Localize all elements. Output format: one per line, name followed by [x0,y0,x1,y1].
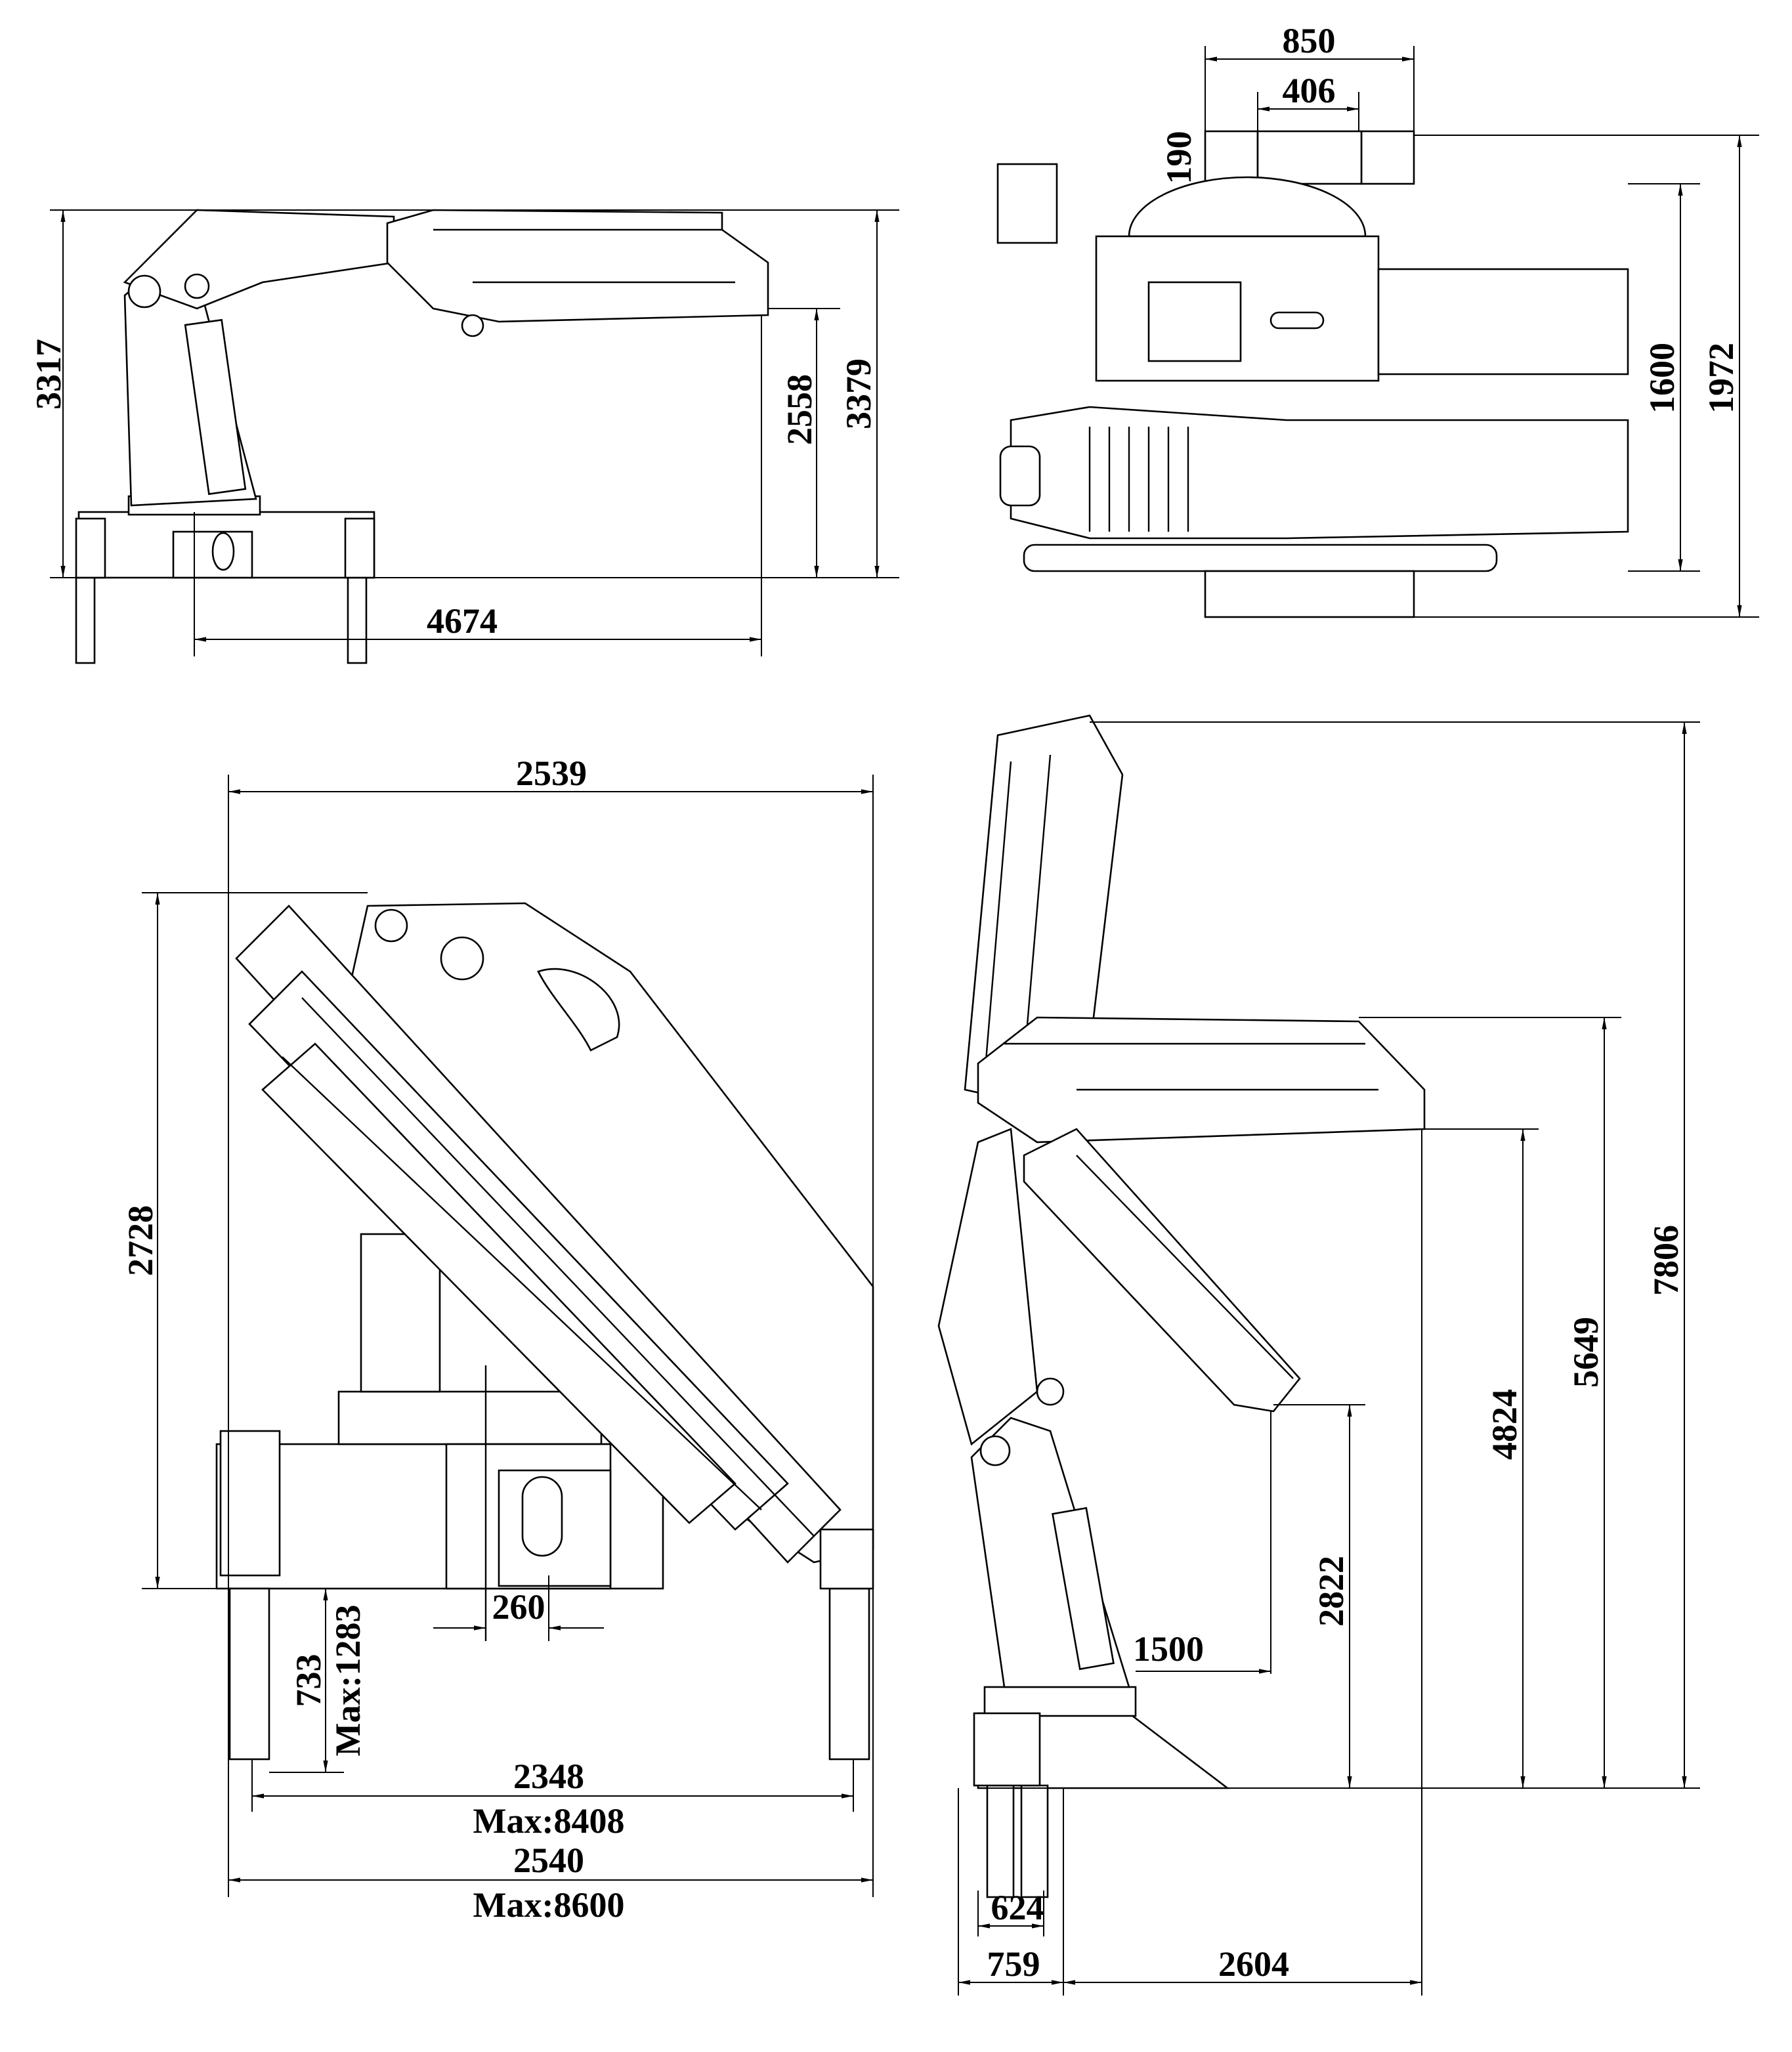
dim-190: 190 [1159,131,1199,184]
top-view: 850 406 190 1600 1972 [996,21,1759,618]
dim-1972: 1972 [1701,343,1741,414]
dim-5649: 5649 [1566,1317,1606,1388]
dim-2604: 2604 [1218,1944,1289,1984]
dim-260: 260 [492,1587,545,1627]
working-range-view: 7806 5649 4824 2822 1500 624 759 2604 [937,714,1700,1996]
dim-1500: 1500 [1133,1629,1204,1669]
dim-3317: 3317 [29,339,68,410]
dim-2558: 2558 [780,374,819,445]
dim-max-1283: Max:1283 [328,1605,368,1757]
dim-850: 850 [1283,21,1336,60]
dim-max-8408: Max:8408 [473,1801,625,1841]
crane-outline-front [215,902,874,1761]
crane-outline-top [996,130,1629,618]
side-view-folded: 3317 2558 3379 4674 [29,209,899,664]
crane-outline-working [937,714,1426,1898]
dim-3379: 3379 [839,358,878,429]
dim-2540: 2540 [513,1841,584,1880]
dim-2539: 2539 [516,754,587,793]
front-view: 2539 2728 260 733 Max:1283 2348 Max:8408… [121,754,874,1925]
dim-733: 733 [289,1654,328,1707]
dim-2822: 2822 [1312,1556,1351,1627]
dim-1600: 1600 [1642,343,1682,414]
dim-4824: 4824 [1485,1389,1524,1460]
dim-2728: 2728 [121,1205,160,1276]
dim-2348: 2348 [513,1757,584,1796]
dim-max-8600: Max:8600 [473,1885,625,1925]
dim-624: 624 [991,1888,1044,1927]
dim-759: 759 [987,1944,1040,1984]
dim-7806: 7806 [1646,1225,1686,1296]
crane-outline-side [75,209,769,664]
dim-406: 406 [1283,71,1336,110]
dim-4674: 4674 [427,601,498,641]
